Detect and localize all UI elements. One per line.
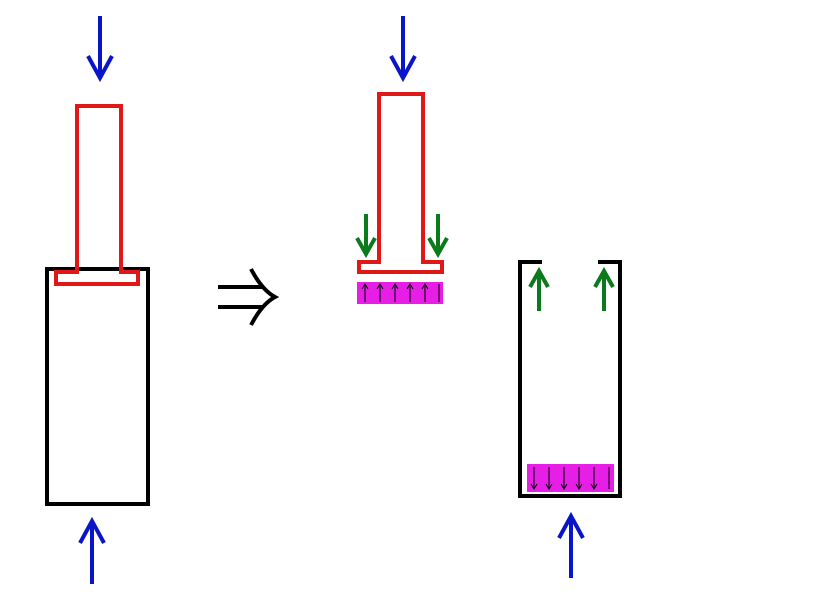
assembled-piston-cylinder <box>45 16 150 584</box>
cylinder-isolated <box>518 260 622 498</box>
piston-free-body <box>355 16 449 304</box>
cylinder-body <box>45 267 150 506</box>
implies-icon <box>218 268 280 326</box>
piston-isolated <box>357 92 444 274</box>
cylinder-right-reaction-arrow-icon <box>593 266 615 311</box>
cylinder-free-body <box>518 260 622 578</box>
piston-left-reaction-arrow-icon <box>355 214 377 259</box>
piston-top-force-arrow-icon <box>389 16 417 83</box>
cylinder-pressure-zone-icon <box>527 464 614 492</box>
top-force-arrow-icon <box>86 16 114 83</box>
piston <box>54 104 140 286</box>
piston-right-reaction-arrow-icon <box>427 214 449 259</box>
cylinder-left-reaction-arrow-icon <box>528 266 550 311</box>
piston-pressure-zone-icon <box>357 282 443 304</box>
cylinder-bottom-force-arrow-icon <box>557 511 585 578</box>
bottom-force-arrow-icon <box>78 516 106 584</box>
